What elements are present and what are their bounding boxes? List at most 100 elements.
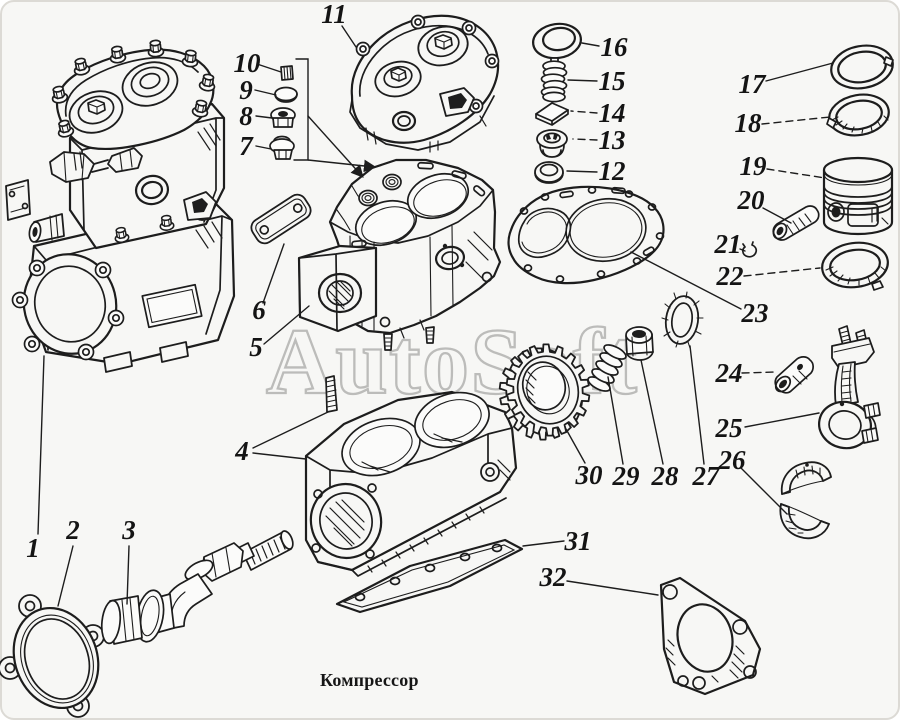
part-label-23: 23 [741, 298, 769, 328]
part-1-compressor-assembly [5, 38, 236, 373]
part-label-1: 1 [26, 533, 40, 563]
part-label-3: 3 [121, 515, 136, 545]
part-15-spring [540, 57, 568, 103]
piston-skirt-window [847, 203, 879, 227]
assembly-stub-pipe [28, 213, 65, 243]
part-label-31: 31 [564, 526, 592, 556]
part-26-bearing-shells [779, 461, 832, 540]
part-label-16: 16 [601, 32, 629, 62]
crankcase-front-bore [309, 482, 383, 560]
head-dome-right [121, 61, 179, 107]
part-22-oil-ring [821, 241, 889, 291]
assembly-side-fitting [183, 191, 217, 221]
leader-line-2 [57, 545, 74, 607]
part-label-27: 27 [692, 461, 722, 491]
part-label-13: 13 [599, 125, 626, 155]
part-label-24: 24 [715, 358, 743, 388]
head11-ear-bolts [355, 14, 500, 114]
piston-pin-hole [827, 202, 845, 222]
part-12-washer [534, 161, 564, 184]
part-label-22: 22 [716, 261, 744, 291]
part-4-crankcase [304, 375, 518, 577]
crankcase-stud [325, 375, 338, 413]
crankcase-ear [480, 459, 511, 482]
leader-line-24 [741, 371, 777, 374]
leader-line-31 [522, 540, 565, 547]
leader-line-5 [263, 305, 310, 345]
leader-line-11 [341, 25, 357, 48]
leader-line-29 [607, 376, 624, 465]
part-label-30: 30 [575, 460, 604, 490]
leader-line-21 [739, 248, 746, 252]
part-label-11: 11 [321, 0, 347, 29]
assembly-left-flange [5, 179, 31, 221]
part-30-gear [498, 343, 591, 441]
leader-line-25 [744, 412, 820, 428]
elbow-cap [100, 595, 143, 645]
leader-line-20 [762, 207, 792, 224]
bearing-shell-lower [779, 503, 830, 540]
head-dome-left [68, 90, 124, 134]
head11-dome-small [374, 60, 422, 98]
leader-line-17 [765, 62, 834, 82]
assembly-banjo-fitting [107, 147, 143, 173]
bearing-shell-upper [780, 461, 832, 495]
part-label-25: 25 [715, 413, 743, 443]
part-19-piston [822, 156, 894, 236]
block-threaded-holes [358, 173, 402, 207]
part-21-circlip [742, 241, 758, 258]
part-5-cylinder-block [297, 158, 502, 351]
block-bottom-studs [383, 326, 435, 351]
part-label-7: 7 [239, 131, 254, 161]
part-label-32: 32 [539, 562, 567, 592]
part-17-compression-ring [830, 44, 894, 90]
leader-line-18 [761, 116, 831, 125]
leader-line-22 [743, 267, 821, 277]
leader-line-15 [567, 79, 598, 82]
part-7-plug [269, 135, 295, 160]
leader-line-14 [570, 110, 598, 114]
leader-line-16 [581, 42, 600, 47]
leader-line-x4 [252, 452, 307, 460]
leader-line-32 [566, 580, 659, 596]
head11-side-port [391, 110, 417, 132]
part-23-head-gasket [507, 185, 665, 285]
part-32-flange-gasket [659, 576, 762, 696]
assembly-end-plate [11, 253, 125, 361]
head11-side-fitting [439, 87, 475, 117]
part-31-bottom-gasket [335, 538, 524, 614]
part-label-29: 29 [612, 461, 641, 491]
elbow-collar [184, 559, 214, 581]
part-label-2: 2 [65, 515, 80, 545]
part-label-19: 19 [740, 151, 768, 181]
group-bracket-7-10 [293, 58, 309, 161]
part-9-cap [274, 86, 298, 103]
part-label-12: 12 [599, 156, 626, 186]
assembly-arrow-1 [307, 115, 364, 178]
leader-line-23 [630, 251, 742, 310]
part-label-9: 9 [239, 75, 253, 105]
part-label-6: 6 [252, 295, 266, 325]
part-27-lock-washer [661, 291, 704, 349]
part-label-26: 26 [718, 445, 747, 475]
part-25-connecting-rod [818, 325, 881, 450]
part-label-14: 14 [599, 98, 626, 128]
block-right-port [434, 243, 466, 271]
leader-line-6 [262, 243, 285, 304]
part-label-17: 17 [739, 69, 768, 99]
assembly-elbow-fitting [49, 151, 109, 183]
part-label-8: 8 [239, 101, 253, 131]
figure-caption: Компрессор [320, 670, 419, 690]
part-label-28: 28 [651, 461, 680, 491]
leader-line-7 [255, 145, 272, 150]
part-label-15: 15 [599, 66, 626, 96]
front-port-boss [134, 174, 170, 206]
part-24-bushing [774, 356, 814, 394]
leader-line-1 [37, 355, 45, 535]
leader-line-13 [572, 138, 598, 141]
part-2-gasket [0, 594, 105, 718]
assembly-arrow-2 [307, 159, 377, 173]
